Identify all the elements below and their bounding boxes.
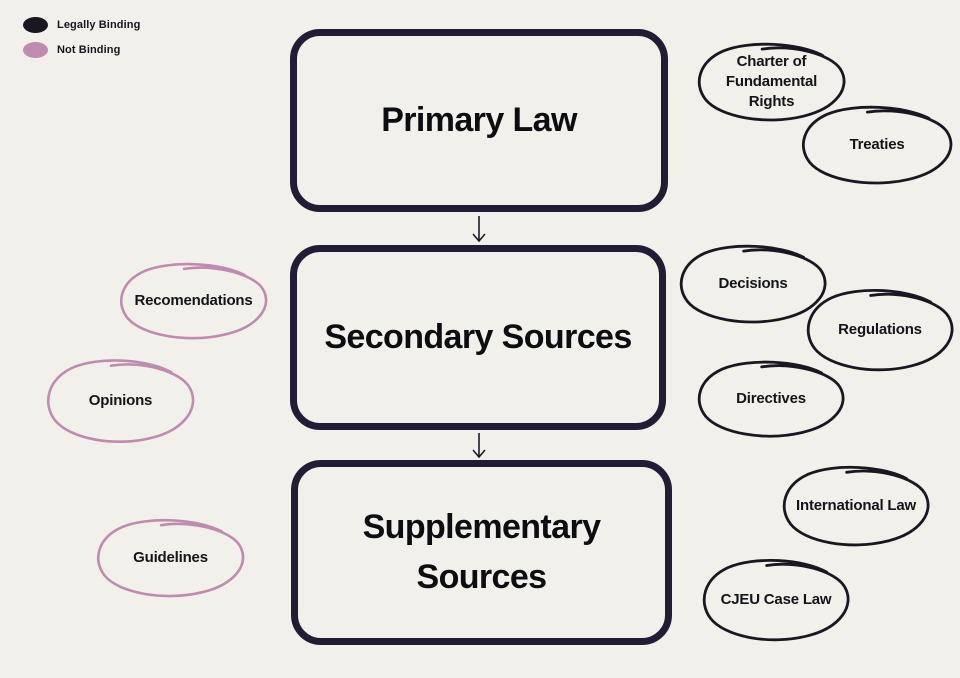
- bubble-charter-of-fundamental-rights: Charter of Fundamental Rights: [693, 40, 850, 124]
- legend-item-not-binding: Not Binding: [23, 39, 140, 61]
- legend-label: Not Binding: [57, 44, 121, 56]
- bubble-label: Guidelines: [133, 548, 208, 566]
- node-secondary-sources: Secondary Sources: [290, 245, 666, 430]
- legend-item-legally-binding: Legally Binding: [23, 14, 140, 36]
- scribble-ellipse-icon: [115, 260, 272, 342]
- scribble-ellipse-icon: [778, 463, 934, 549]
- scribble-ellipse-icon: [42, 356, 199, 446]
- bubble-label: Opinions: [88, 391, 153, 409]
- arrow-secondary-to-supplementary: [472, 433, 486, 459]
- not-binding-ellipse-icon: [23, 42, 48, 58]
- scribble-ellipse-icon: [675, 242, 831, 326]
- bubble-label: Recomendations: [134, 291, 253, 309]
- scribble-ellipse-icon: [802, 286, 958, 374]
- bubble-label: International Law: [796, 496, 916, 514]
- legend-label: Legally Binding: [57, 19, 141, 31]
- bubble-label: Directives: [736, 389, 806, 407]
- scribble-ellipse-icon: [797, 103, 957, 187]
- bubble-decisions: Decisions: [675, 242, 831, 326]
- bubble-label: Charter of Fundamental Rights: [725, 52, 818, 111]
- bubble-opinions: Opinions: [42, 356, 199, 446]
- bubble-regulations: Regulations: [802, 286, 958, 374]
- node-primary-law: Primary Law: [290, 29, 668, 212]
- bubble-treaties: Treaties: [797, 103, 957, 187]
- scribble-ellipse-icon: [693, 40, 850, 124]
- bubble-label: Regulations: [838, 320, 922, 338]
- bubble-recomendations: Recomendations: [115, 260, 272, 342]
- scribble-ellipse-icon: [698, 556, 854, 644]
- legend: Legally Binding Not Binding: [23, 14, 140, 64]
- bubble-label: Decisions: [718, 274, 788, 292]
- scribble-ellipse-icon: [92, 516, 249, 600]
- bubble-directives: Directives: [693, 358, 849, 440]
- bubble-guidelines: Guidelines: [92, 516, 249, 600]
- bubble-international-law: International Law: [778, 463, 934, 549]
- bubble-label: Treaties: [849, 135, 905, 153]
- node-title: Secondary Sources: [324, 317, 632, 356]
- bubble-label: CJEU Case Law: [720, 590, 832, 608]
- node-supplementary-sources: Supplementary Sources: [291, 460, 672, 645]
- scribble-ellipse-icon: [693, 358, 849, 440]
- legally-binding-ellipse-icon: [23, 17, 48, 33]
- bubble-cjeu-case-law: CJEU Case Law: [698, 556, 854, 644]
- node-title: Primary Law: [381, 100, 577, 139]
- arrow-primary-to-secondary: [472, 216, 486, 243]
- node-title: Supplementary Sources: [362, 508, 601, 596]
